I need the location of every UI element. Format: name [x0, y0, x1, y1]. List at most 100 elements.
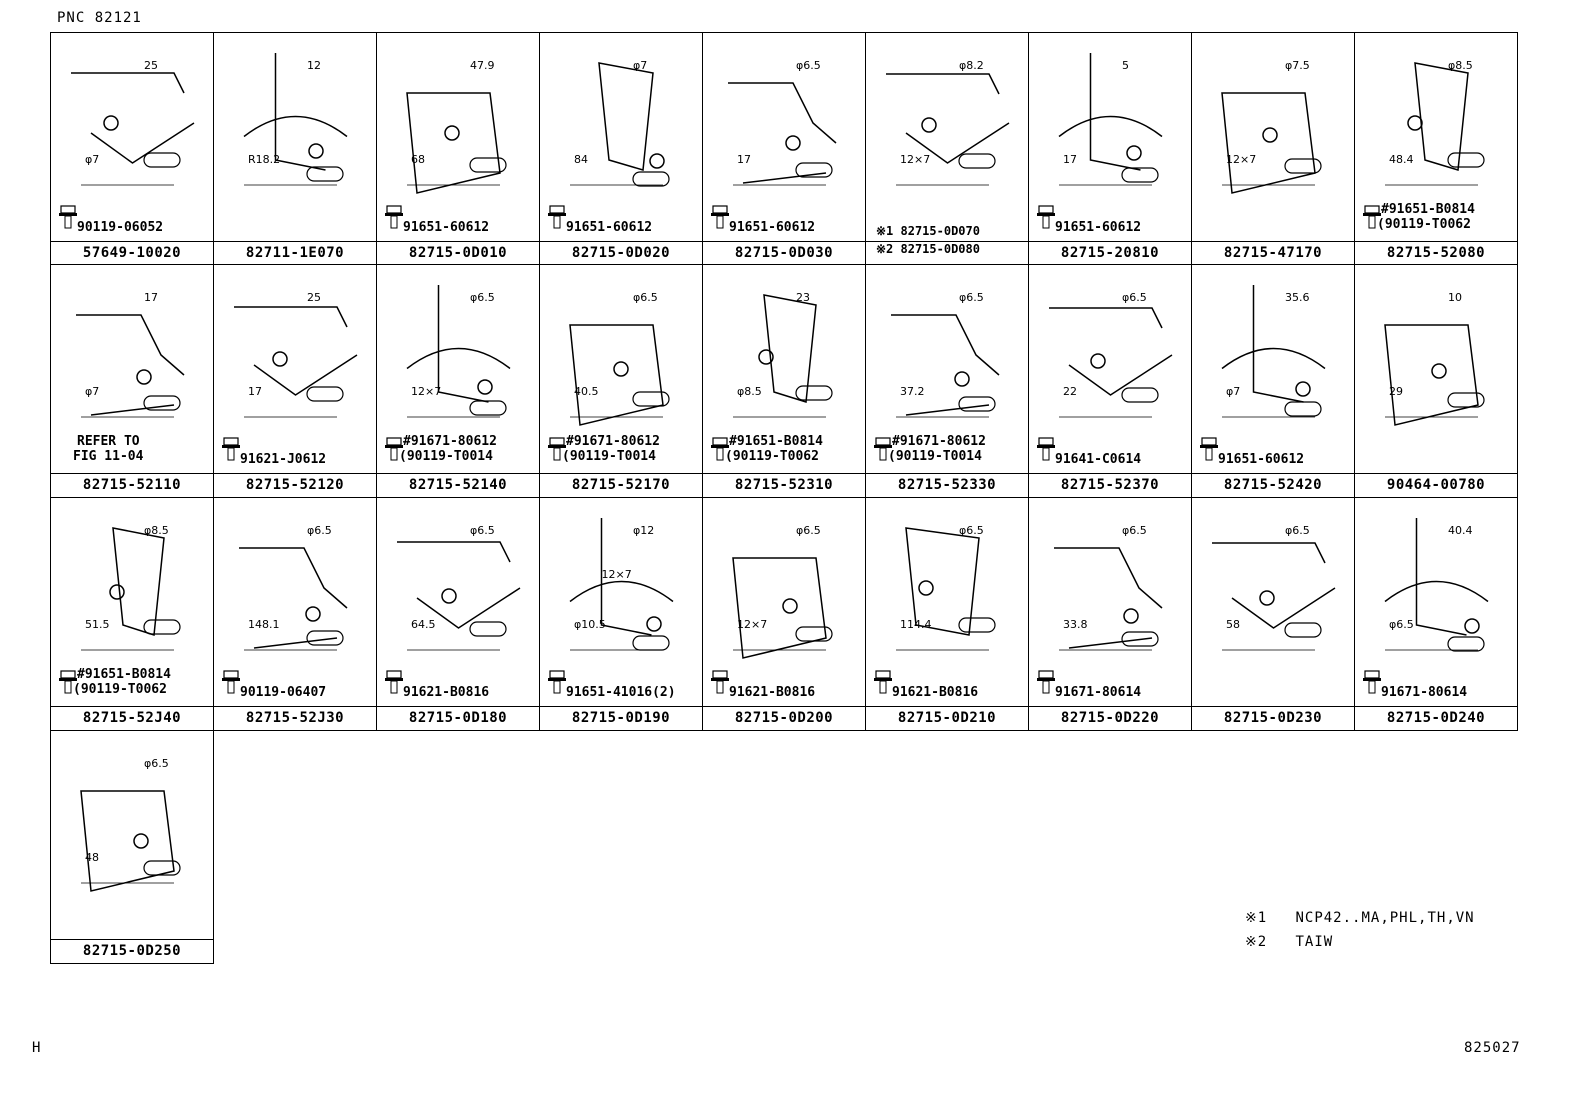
slot-hole — [795, 626, 833, 642]
fastener-callout[interactable]: 91641-C0614 — [1033, 452, 1141, 467]
part-number[interactable]: 82715-52170 — [540, 473, 702, 498]
fastener-callout[interactable]: 91671-80614 — [1033, 685, 1141, 700]
part-number[interactable]: 82715-0D010 — [377, 241, 539, 266]
part-number[interactable]: 82715-20810 — [1029, 241, 1191, 266]
part-number[interactable]: 82715-52420 — [1192, 473, 1354, 498]
part-illustration — [1200, 285, 1326, 461]
part-number[interactable]: 57649-10020 — [51, 241, 213, 266]
part-number[interactable]: 82715-0D230 — [1192, 706, 1354, 731]
fastener-callout[interactable]: 91621-J0612 — [218, 452, 326, 467]
part-number[interactable]: 82715-0D200 — [703, 706, 865, 731]
part-number[interactable]: 82711-1E070 — [214, 241, 376, 266]
part-number[interactable] — [866, 241, 1028, 266]
fastener-callout[interactable]: 91651-60612 — [1033, 220, 1141, 235]
slot-hole — [469, 400, 507, 416]
part-number[interactable]: 82715-52120 — [214, 473, 376, 498]
part-illustration — [874, 527, 996, 694]
dimension-label: 48.4 — [1389, 153, 1414, 166]
part-illustration — [874, 314, 1000, 461]
fastener-callout[interactable]: 90119-06052 — [55, 220, 163, 235]
fastener-callout[interactable]: 91651-60612 — [707, 220, 815, 235]
fastener-callout[interactable]: 91621-B0816 — [381, 685, 489, 700]
slot-hole — [306, 630, 344, 646]
part-number[interactable]: 82715-0D180 — [377, 706, 539, 731]
fastener-callout[interactable]: 91621-B0816 — [707, 685, 815, 700]
fastener-part-number: #91671-80612 — [403, 434, 497, 449]
part-number[interactable]: 82715-0D190 — [540, 706, 702, 731]
dimension-label: φ6.5 — [796, 524, 821, 537]
part-number[interactable]: 82715-52370 — [1029, 473, 1191, 498]
part-number[interactable]: 82715-52110 — [51, 473, 213, 498]
fastener-callout[interactable]: #91671-80612(90119-T0014 — [381, 434, 497, 464]
fastener-callout[interactable]: #91651-B0814(90119-T0062 — [1359, 202, 1475, 232]
slot-hole — [143, 619, 181, 635]
fastener-callout[interactable]: #91651-B0814(90119-T0062 — [55, 667, 171, 697]
fastener-callout[interactable]: 90119-06407 — [218, 685, 326, 700]
fastener-callout[interactable]: 91651-60612 — [1196, 452, 1304, 467]
fastener-callout[interactable]: 91651-60612 — [544, 220, 652, 235]
fastener-part-number: 91671-80614 — [1381, 685, 1468, 700]
part-illustration — [1037, 547, 1163, 694]
part-number[interactable]: 82715-52080 — [1355, 241, 1517, 266]
part-number[interactable]: 90464-00780 — [1355, 473, 1517, 498]
part-number[interactable]: 82715-52140 — [377, 473, 539, 498]
fastener-callout[interactable]: 91651-41016(2) — [544, 685, 676, 700]
fastener-callout[interactable]: #91671-80612(90119-T0014 — [870, 434, 986, 464]
part-number[interactable]: 82715-52330 — [866, 473, 1028, 498]
bracket-drawing — [569, 324, 664, 426]
part-number[interactable]: 82715-0D210 — [866, 706, 1028, 731]
part-number[interactable]: 82715-0D240 — [1355, 706, 1517, 731]
fastener-callout[interactable]: 91651-60612 — [381, 220, 489, 235]
fastener-callout[interactable]: 91621-B0816 — [870, 685, 978, 700]
part-number[interactable]: 82715-0D220 — [1029, 706, 1191, 731]
part-illustration — [1212, 542, 1336, 651]
part-illustration — [1037, 53, 1163, 229]
part-number[interactable]: 82715-52J30 — [214, 706, 376, 731]
fastener-callout[interactable]: 91671-80614 — [1359, 685, 1467, 700]
mounting-hole — [782, 598, 798, 614]
part-illustration — [548, 62, 670, 229]
part-number[interactable]: 82715-0D030 — [703, 241, 865, 266]
bolt-icon — [385, 437, 403, 461]
part-number[interactable]: 82715-0D250 — [51, 939, 213, 964]
part-number[interactable]: 82715-47170 — [1192, 241, 1354, 266]
fastener-callout[interactable]: #91651-B0814(90119-T0062 — [707, 434, 823, 464]
mounting-hole — [646, 616, 662, 632]
part-number[interactable]: 82715-0D020 — [540, 241, 702, 266]
part-number[interactable]: 82715-52J40 — [51, 706, 213, 731]
mounting-hole — [272, 351, 288, 367]
fastener-callout[interactable]: #91671-80612(90119-T0014 — [544, 434, 660, 464]
dimension-label: φ6.5 — [470, 291, 495, 304]
part-number[interactable]: 82715-52310 — [703, 473, 865, 498]
mounting-hole — [1295, 381, 1311, 397]
